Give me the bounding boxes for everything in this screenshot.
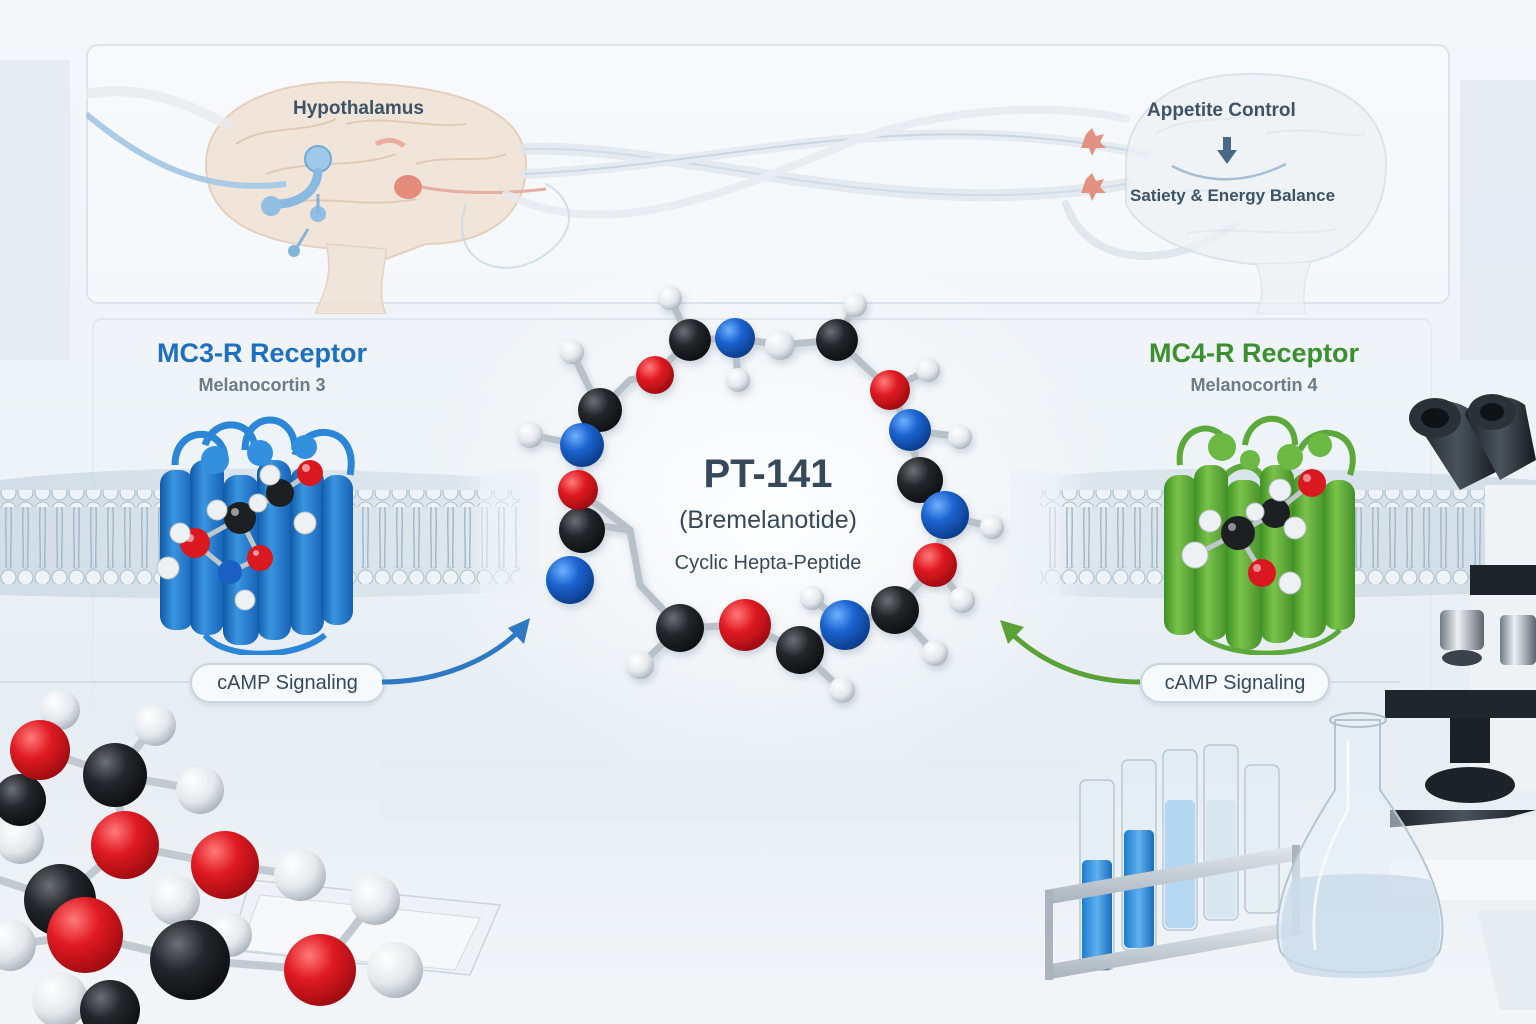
test-tube-rack-icon <box>1045 744 1300 980</box>
signal-arrows-art <box>0 618 1400 685</box>
carbon-atoms <box>559 319 943 674</box>
signal-nodes <box>1081 128 1106 201</box>
hypothalamus-label: Hypothalamus <box>293 98 424 119</box>
appetite-control-label: Appetite Control <box>1147 100 1296 121</box>
blue-gpcr-helix-bundle <box>156 416 355 655</box>
nitrogen-atoms <box>546 318 969 650</box>
green-gpcr-helix-bundle <box>1164 415 1356 655</box>
mc3r-receptor-subtitle: Melanocortin 3 <box>198 375 326 395</box>
brain-pathway-illustration <box>86 44 1450 314</box>
mc3r-camp-signaling-badge: cAMP Signaling <box>190 663 385 703</box>
lab-equipment-art <box>1045 394 1536 1010</box>
ligand-molecule-icon <box>156 460 323 611</box>
bremelanotide-subtitle: (Bremelanotide) <box>679 506 857 534</box>
signal-arrows <box>0 600 1536 710</box>
appetite-brain-icon <box>1125 72 1388 314</box>
ligand-molecule-icon <box>1181 469 1326 595</box>
pt141-title: PT-141 <box>703 452 833 496</box>
neural-pathway-art <box>86 72 1388 314</box>
erlenmeyer-flask-icon <box>1276 712 1444 978</box>
blue-curved-arrow-icon <box>381 618 530 685</box>
ball-and-stick-model <box>0 690 502 1024</box>
hydrogen-atoms <box>517 286 1004 703</box>
satiety-energy-label: Satiety & Energy Balance <box>1130 186 1336 205</box>
down-arrow-icon <box>1217 137 1237 164</box>
mc4r-receptor-icon <box>1150 405 1370 655</box>
mc3r-receptor-title: MC3-R Receptor <box>156 338 368 368</box>
mc3r-receptor-icon <box>145 405 370 655</box>
oxygen-atoms <box>558 356 957 651</box>
pt141-molecule-icon <box>500 280 1020 740</box>
mc4r-receptor-title: MC4-R Receptor <box>1148 338 1360 368</box>
nerve-tracts <box>86 86 1240 269</box>
mc4r-receptor-subtitle: Melanocortin 4 <box>1190 375 1318 395</box>
lab-equipment-illustration <box>1030 390 1536 1024</box>
foreground-molecule-model-icon <box>0 690 520 1024</box>
cyclic-peptide-ring <box>517 286 1004 703</box>
cyclic-hepta-peptide-label: Cyclic Hepta-Peptide <box>674 552 862 574</box>
hypothalamus-brain-icon <box>86 81 547 314</box>
mc4r-camp-signaling-badge: cAMP Signaling <box>1140 663 1330 703</box>
green-curved-arrow-icon <box>1000 620 1141 685</box>
